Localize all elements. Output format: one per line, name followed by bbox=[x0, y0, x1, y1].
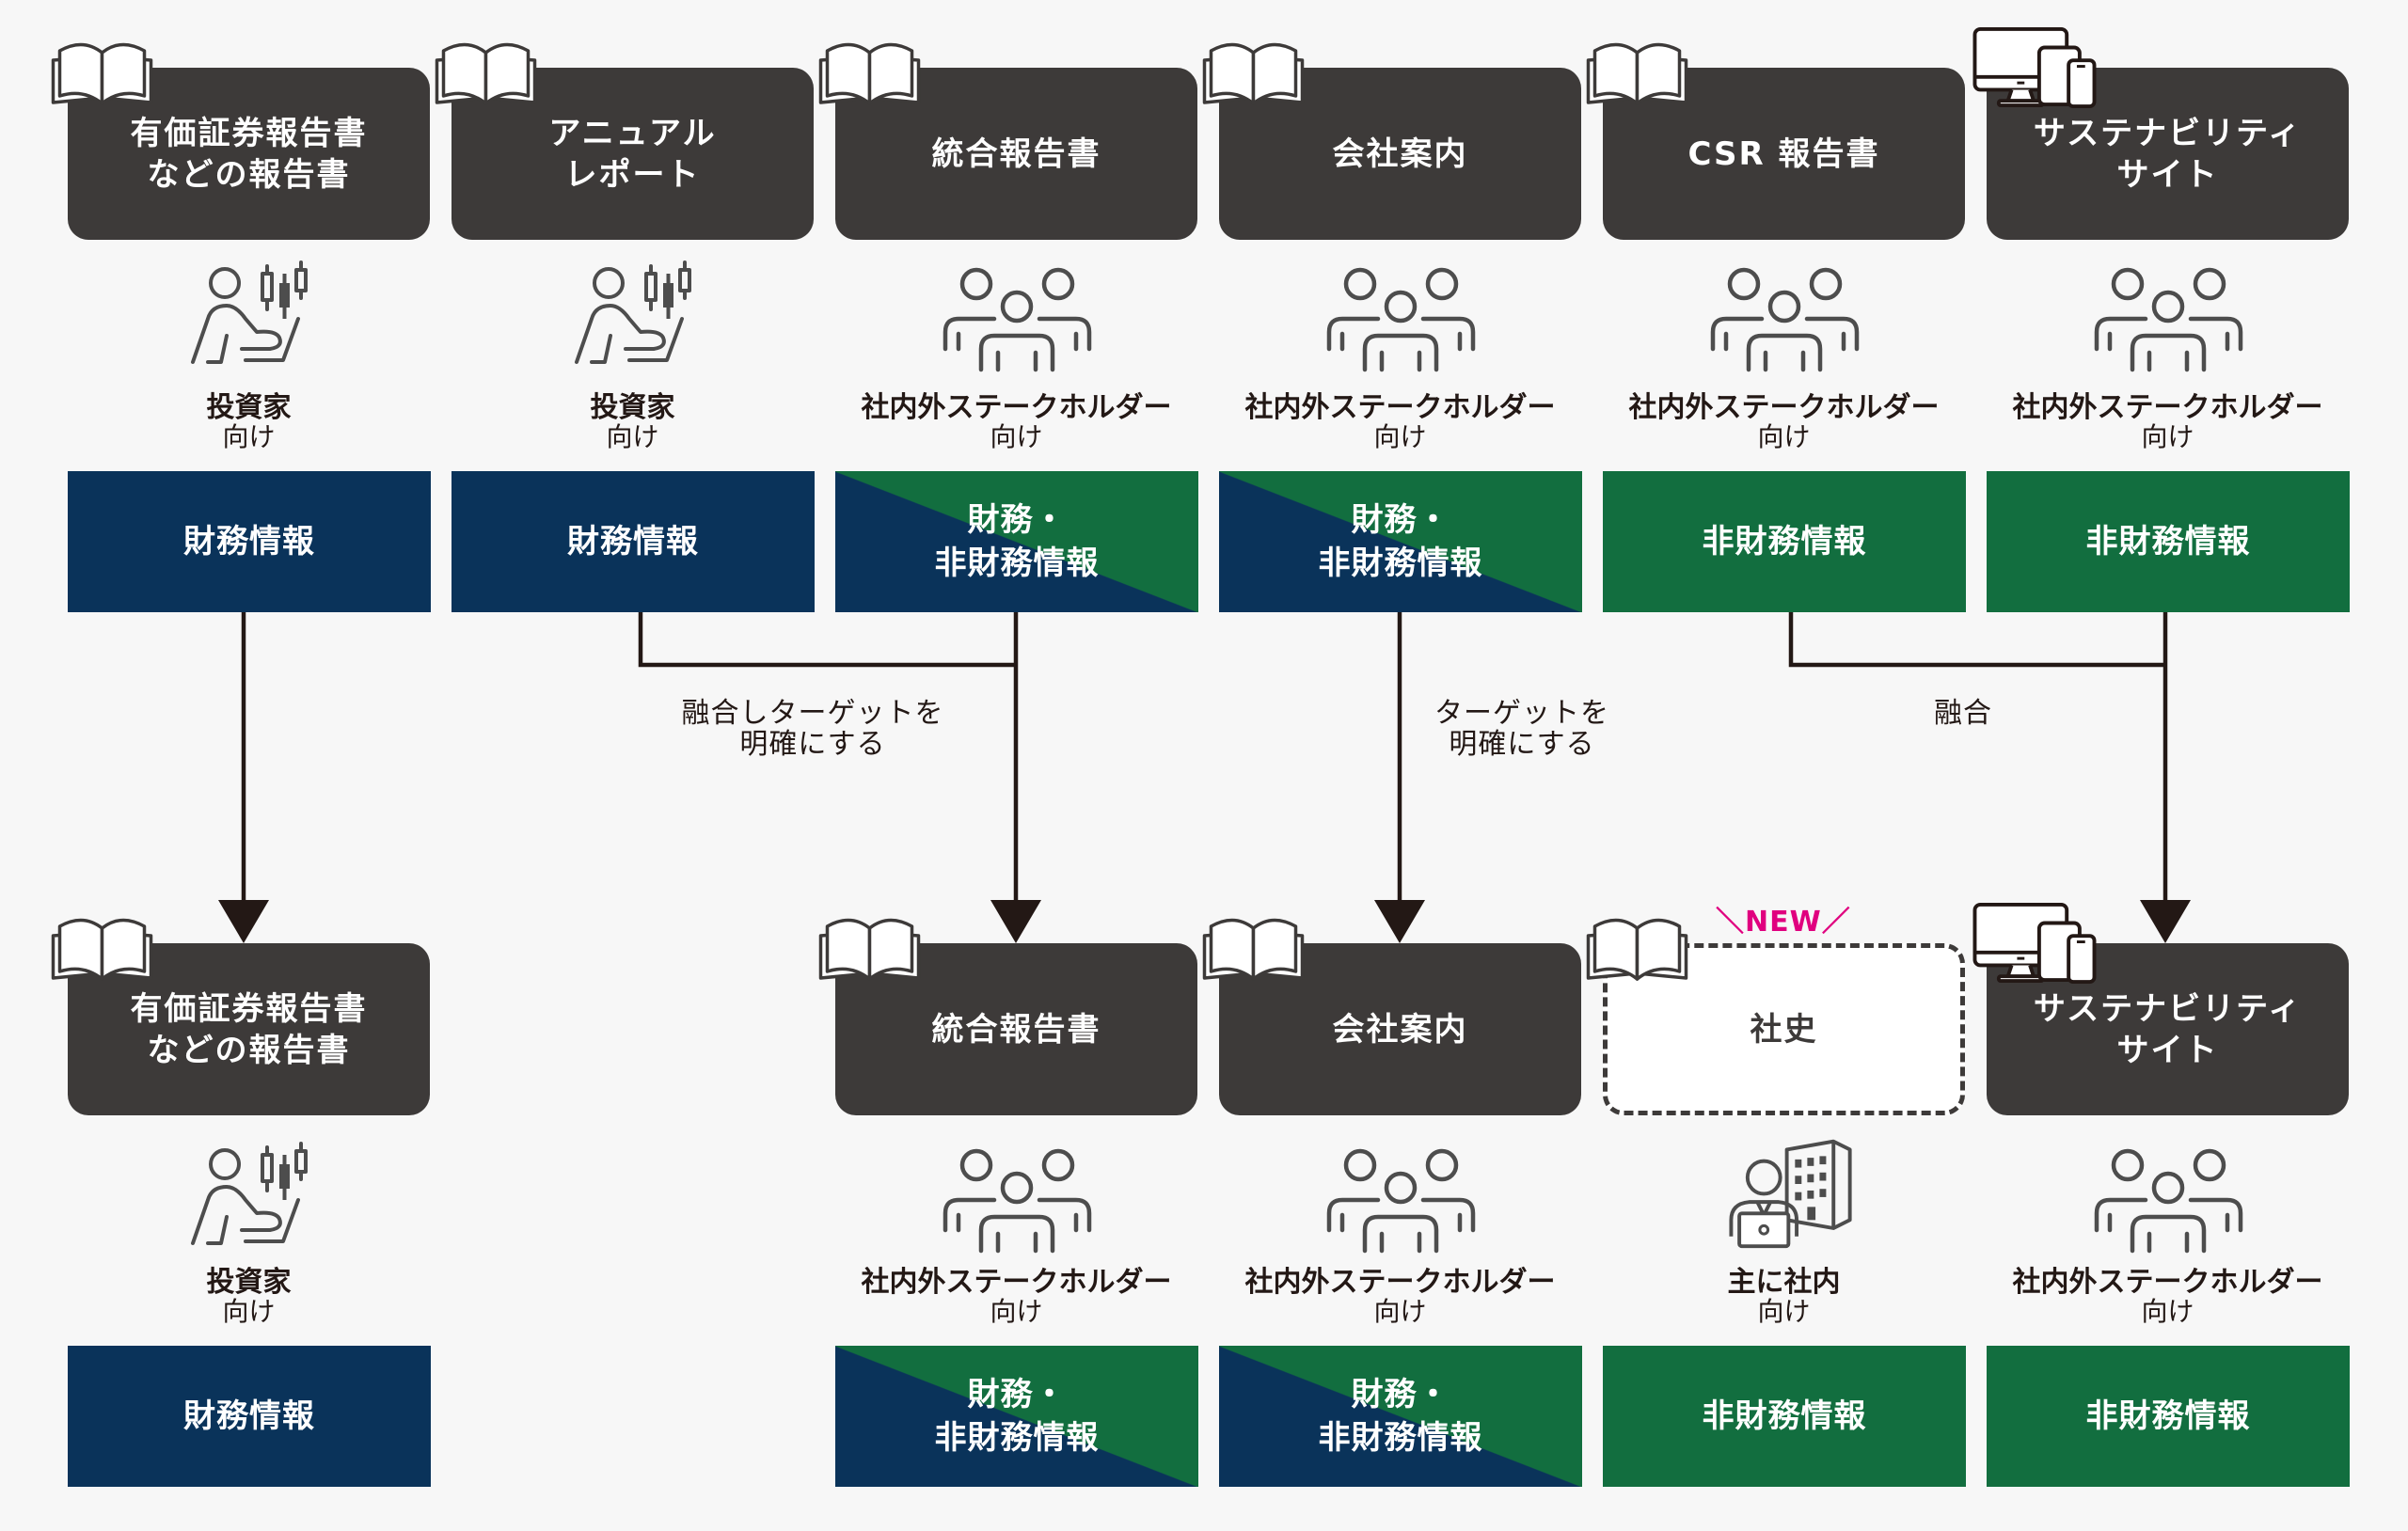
audience-name: 社内外ステークホルダー bbox=[861, 1266, 1172, 1299]
info-type-both: 財務・ 非財務情報 bbox=[1219, 1346, 1582, 1487]
audience-label: 社内外ステークホルダー向け bbox=[835, 393, 1197, 451]
audience-label: 社内外ステークホルダー向け bbox=[1219, 1268, 1581, 1326]
investor-icon bbox=[190, 1142, 308, 1245]
info-type-both: 財務・ 非財務情報 bbox=[835, 1346, 1198, 1487]
after-doc-box[interactable]: 有価証券報告書 などの報告書 bbox=[68, 943, 430, 1115]
audience-suffix: 向け bbox=[990, 1296, 1043, 1327]
audience-name: 投資家 bbox=[590, 391, 675, 424]
audience-label: 社内外ステークホルダー向け bbox=[1603, 393, 1965, 451]
book-icon bbox=[1202, 42, 1305, 105]
audience-name: 投資家 bbox=[206, 1266, 292, 1299]
book-icon bbox=[1586, 42, 1688, 105]
book-icon bbox=[1202, 918, 1305, 981]
audience-label: 投資家向け bbox=[452, 393, 814, 451]
new-badge: ＼NEW／ bbox=[1716, 906, 1851, 939]
merge-connector bbox=[1788, 612, 2165, 668]
audience-label: 社内外ステークホルダー向け bbox=[1987, 393, 2349, 451]
book-icon bbox=[1586, 918, 1688, 981]
info-type-non-financial: 非財務情報 bbox=[1987, 471, 2350, 612]
audience-suffix: 向け bbox=[606, 421, 659, 452]
audience-suffix: 向け bbox=[1373, 421, 1427, 452]
arrowhead-icon bbox=[2140, 900, 2191, 943]
devices-icon bbox=[1972, 903, 2097, 984]
arrowhead-icon bbox=[1374, 900, 1425, 943]
stakeholders-icon bbox=[1326, 267, 1475, 372]
book-icon bbox=[818, 918, 921, 981]
audience-suffix: 向け bbox=[222, 421, 276, 452]
audience-label: 主に社内向け bbox=[1603, 1268, 1965, 1326]
audience-suffix: 向け bbox=[2141, 421, 2194, 452]
stakeholders-icon bbox=[1710, 267, 1859, 372]
investor-icon bbox=[190, 260, 308, 364]
info-type-financial: 財務情報 bbox=[68, 471, 431, 612]
audience-name: 社内外ステークホルダー bbox=[2012, 1266, 2323, 1299]
info-type-non-financial: 非財務情報 bbox=[1987, 1346, 2350, 1487]
book-icon bbox=[818, 42, 921, 105]
info-type-both: 財務・ 非財務情報 bbox=[1219, 471, 1582, 612]
transition-label: 融合 bbox=[1934, 697, 1992, 730]
audience-suffix: 向け bbox=[1373, 1296, 1427, 1327]
stakeholders-icon bbox=[2094, 267, 2242, 372]
audience-suffix: 向け bbox=[1757, 421, 1811, 452]
audience-name: 主に社内 bbox=[1727, 1266, 1841, 1299]
merge-connector bbox=[638, 612, 1016, 668]
audience-name: 社内外ステークホルダー bbox=[1244, 1266, 1556, 1299]
info-type-non-financial: 非財務情報 bbox=[1603, 471, 1966, 612]
book-icon bbox=[51, 42, 153, 105]
audience-label: 社内外ステークホルダー向け bbox=[1219, 393, 1581, 451]
arrowhead-icon bbox=[218, 900, 269, 943]
audience-label: 投資家向け bbox=[68, 1268, 430, 1326]
audience-label: 社内外ステークホルダー向け bbox=[1987, 1268, 2349, 1326]
stakeholders-icon bbox=[943, 267, 1091, 372]
transition-label: ターゲットを 明確にする bbox=[1434, 697, 1609, 761]
stakeholders-icon bbox=[943, 1148, 1091, 1254]
info-type-financial: 財務情報 bbox=[68, 1346, 431, 1487]
audience-name: 投資家 bbox=[206, 391, 292, 424]
arrowhead-icon bbox=[990, 900, 1041, 943]
office-worker-icon bbox=[1728, 1139, 1852, 1249]
info-type-both: 財務・ 非財務情報 bbox=[835, 471, 1198, 612]
transition-label: 融合しターゲットを 明確にする bbox=[681, 697, 944, 761]
audience-suffix: 向け bbox=[2141, 1296, 2194, 1327]
stakeholders-icon bbox=[1326, 1148, 1475, 1254]
info-type-financial: 財務情報 bbox=[452, 471, 815, 612]
audience-label: 社内外ステークホルダー向け bbox=[835, 1268, 1197, 1326]
stakeholders-icon bbox=[2094, 1148, 2242, 1254]
audience-suffix: 向け bbox=[990, 421, 1043, 452]
book-icon bbox=[51, 918, 153, 981]
audience-name: 社内外ステークホルダー bbox=[2012, 391, 2323, 424]
before-doc-box[interactable]: サステナビリティ サイト bbox=[1987, 68, 2349, 240]
audience-label: 投資家向け bbox=[68, 393, 430, 451]
audience-name: 社内外ステークホルダー bbox=[1628, 391, 1940, 424]
audience-suffix: 向け bbox=[1757, 1296, 1811, 1327]
investor-icon bbox=[574, 260, 691, 364]
info-type-non-financial: 非財務情報 bbox=[1603, 1346, 1966, 1487]
audience-suffix: 向け bbox=[222, 1296, 276, 1327]
devices-icon bbox=[1972, 27, 2097, 109]
audience-name: 社内外ステークホルダー bbox=[1244, 391, 1556, 424]
book-icon bbox=[435, 42, 537, 105]
audience-name: 社内外ステークホルダー bbox=[861, 391, 1172, 424]
